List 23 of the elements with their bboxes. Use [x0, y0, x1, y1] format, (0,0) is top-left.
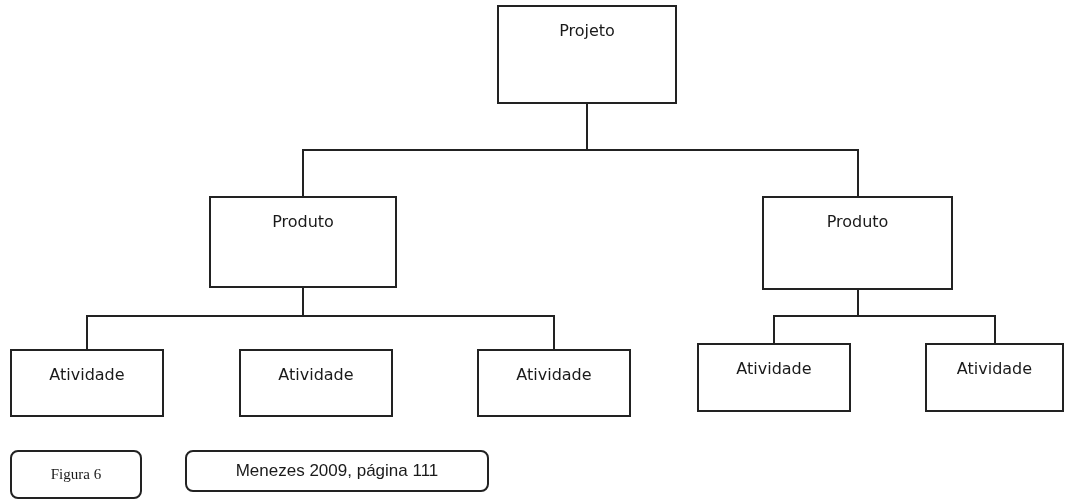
connector-line — [302, 287, 555, 350]
node-label: Figura 6 — [50, 466, 102, 483]
node-label: Produto — [272, 212, 334, 231]
connector-line — [586, 103, 859, 197]
node-label: Atividade — [278, 365, 354, 384]
node-box — [697, 343, 851, 412]
node-box — [925, 343, 1064, 412]
node-label: Produto — [826, 212, 889, 231]
node-box — [209, 196, 397, 288]
node-box — [477, 349, 631, 417]
node-box — [239, 349, 393, 417]
node-label: Atividade — [736, 359, 812, 378]
node-box — [10, 349, 164, 417]
node-box — [497, 5, 677, 104]
node-label: Projeto — [559, 21, 615, 40]
connector-line — [857, 289, 996, 344]
node-label: Menezes 2009, página 111 — [235, 461, 439, 481]
note-box — [185, 450, 489, 492]
node-label: Atividade — [516, 365, 592, 384]
note-box — [10, 450, 142, 499]
node-box — [762, 196, 953, 290]
node-label: Atividade — [956, 359, 1033, 378]
node-label: Atividade — [49, 365, 125, 384]
